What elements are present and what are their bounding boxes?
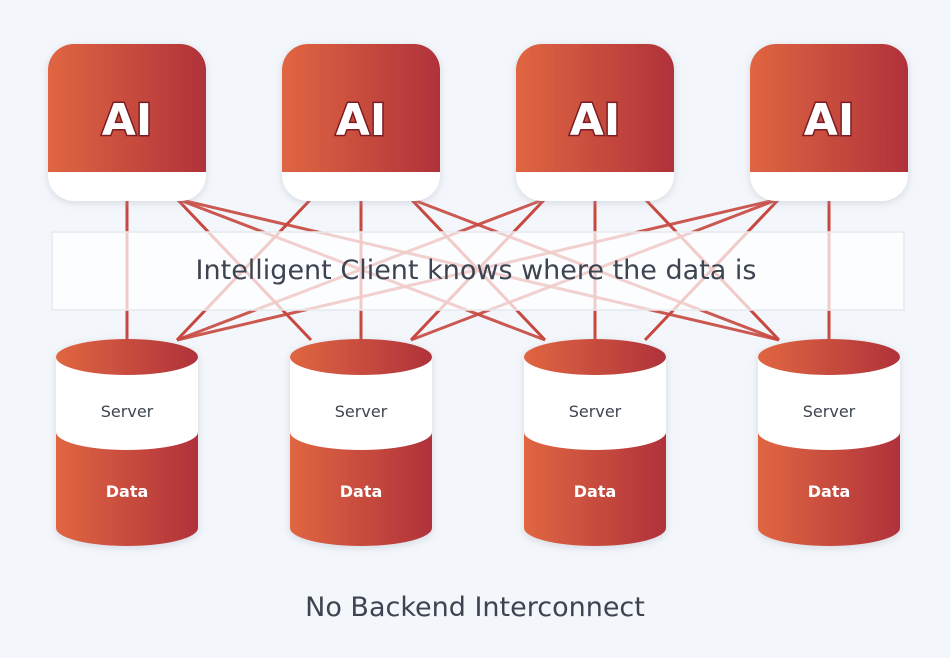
client-label: AI (570, 95, 620, 146)
server-label: Server (335, 402, 388, 421)
info-banner: Intelligent Client knows where the data … (51, 231, 905, 311)
data-label: Data (808, 482, 851, 501)
client-node: AI (516, 44, 674, 201)
server-node: Server Data (758, 339, 900, 546)
server-node: Server Data (290, 339, 432, 546)
client-label: AI (804, 95, 854, 146)
client-label: AI (102, 95, 152, 146)
client-node: AI (282, 44, 440, 201)
data-label: Data (340, 482, 383, 501)
data-label: Data (106, 482, 149, 501)
server-label: Server (101, 402, 154, 421)
server-label: Server (803, 402, 856, 421)
banner-text: Intelligent Client knows where the data … (196, 255, 757, 286)
footer-caption: No Backend Interconnect (305, 592, 645, 623)
server-node: Server Data (56, 339, 198, 546)
server-node: Server Data (524, 339, 666, 546)
client-label: AI (336, 95, 386, 146)
data-label: Data (574, 482, 617, 501)
server-label: Server (569, 402, 622, 421)
client-node: AI (48, 44, 206, 201)
client-node: AI (750, 44, 908, 201)
